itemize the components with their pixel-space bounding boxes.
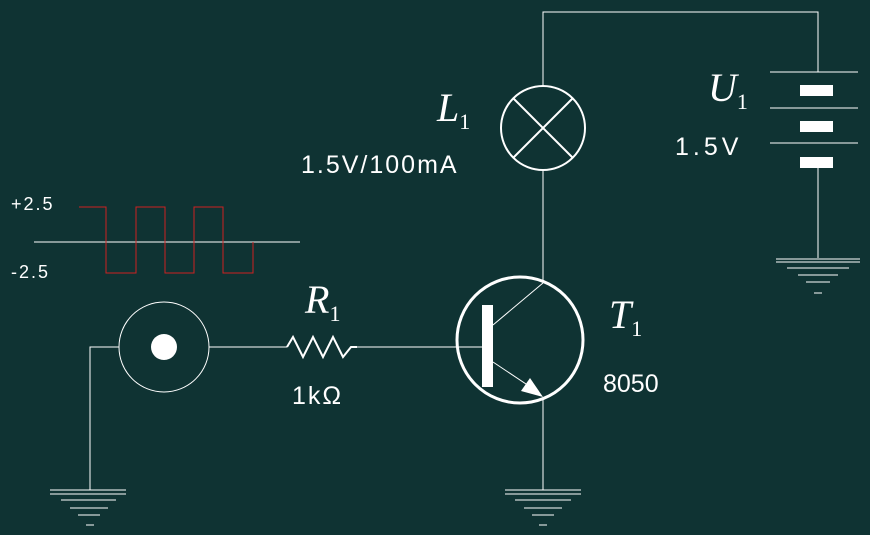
transistor-symbol	[455, 275, 585, 405]
wire-source-ground	[89, 346, 119, 490]
resistor-symbol	[286, 334, 357, 360]
battery-ref-label: U1	[708, 65, 748, 113]
transistor-ref-sub: 1	[631, 316, 643, 341]
transistor-part: 8050	[603, 370, 659, 398]
signal-low-label: -2.5	[11, 262, 51, 282]
battery-ref-sub: 1	[736, 89, 748, 114]
lamp-ref-label: L1	[437, 85, 470, 133]
lamp-rating: 1.5V/100mA	[301, 151, 459, 179]
resistor-ref-sub: 1	[329, 301, 341, 326]
battery-voltage: 1.5V	[675, 133, 743, 161]
resistor-ref-label: R1	[305, 277, 340, 325]
resistor-ref: R	[305, 277, 330, 322]
transistor-ref-label: T1	[609, 292, 642, 340]
signal-source-symbol	[118, 301, 210, 393]
resistor-value: 1kΩ	[292, 382, 344, 410]
ground-emitter	[505, 489, 581, 526]
transistor-ref: T	[609, 292, 632, 337]
lamp-symbol	[500, 85, 586, 171]
battery-symbol	[770, 71, 858, 258]
ground-battery	[776, 258, 860, 294]
ground-source	[50, 489, 126, 526]
wire-top	[542, 11, 819, 85]
signal-high-label: +2.5	[11, 194, 55, 214]
battery-ref: U	[708, 65, 737, 110]
lamp-ref: L	[437, 85, 460, 130]
lamp-ref-sub: 1	[459, 109, 471, 134]
signal-waveform	[34, 206, 300, 274]
